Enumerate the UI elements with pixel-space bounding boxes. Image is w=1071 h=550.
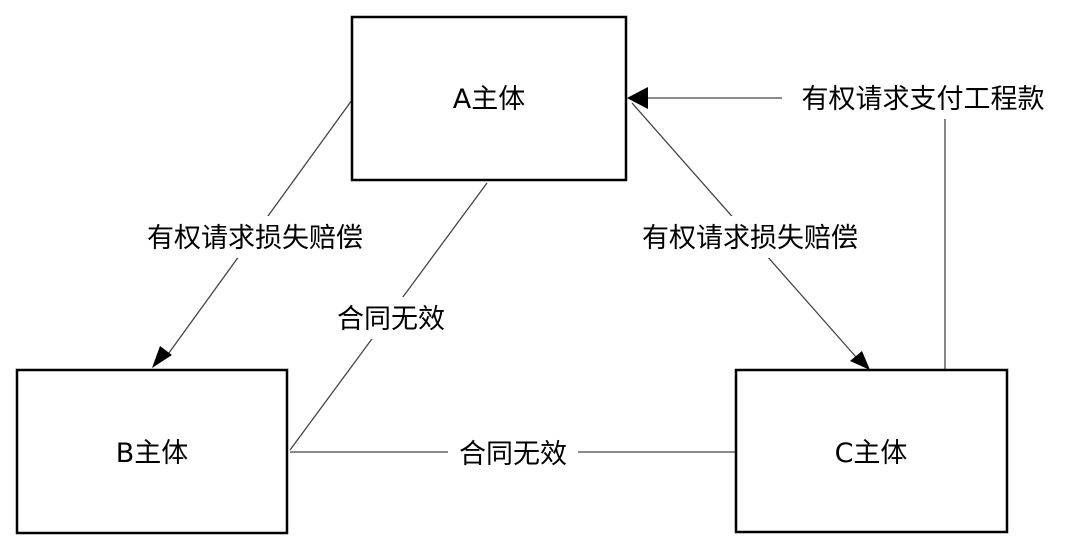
edge-a-to-c-label-bg: [623, 216, 877, 258]
edge-b-c-contract-label-bg: [448, 432, 578, 474]
edge-c-to-a-label: 有权请求支付工程款: [802, 84, 1045, 115]
arrowhead-into-c: [850, 351, 870, 370]
node-c-box: [734, 368, 1009, 534]
edge-a-b-contract-label-bg: [326, 297, 456, 339]
edge-a-b-contract-label: 合同无效: [337, 304, 445, 335]
edge-a-to-c-label: 有权请求损失赔偿: [642, 223, 858, 254]
edge-c-to-a-label-bg: [782, 77, 1064, 119]
edge-b-c-contract-label: 合同无效: [459, 439, 567, 470]
node-c: C主体: [734, 368, 1009, 534]
arrowhead-into-a: [627, 87, 648, 109]
node-c-label: C主体: [835, 438, 908, 469]
arrowhead-into-b: [152, 346, 172, 368]
node-b: B主体: [15, 368, 289, 535]
edge-a-to-b-label-bg: [128, 216, 382, 258]
node-a: A主体: [350, 15, 628, 182]
node-b-label: B主体: [116, 438, 189, 469]
node-a-label: A主体: [453, 84, 525, 115]
edge-a-to-b-label: 有权请求损失赔偿: [147, 223, 363, 254]
node-a-box: [350, 15, 628, 182]
node-b-box: [15, 368, 289, 535]
